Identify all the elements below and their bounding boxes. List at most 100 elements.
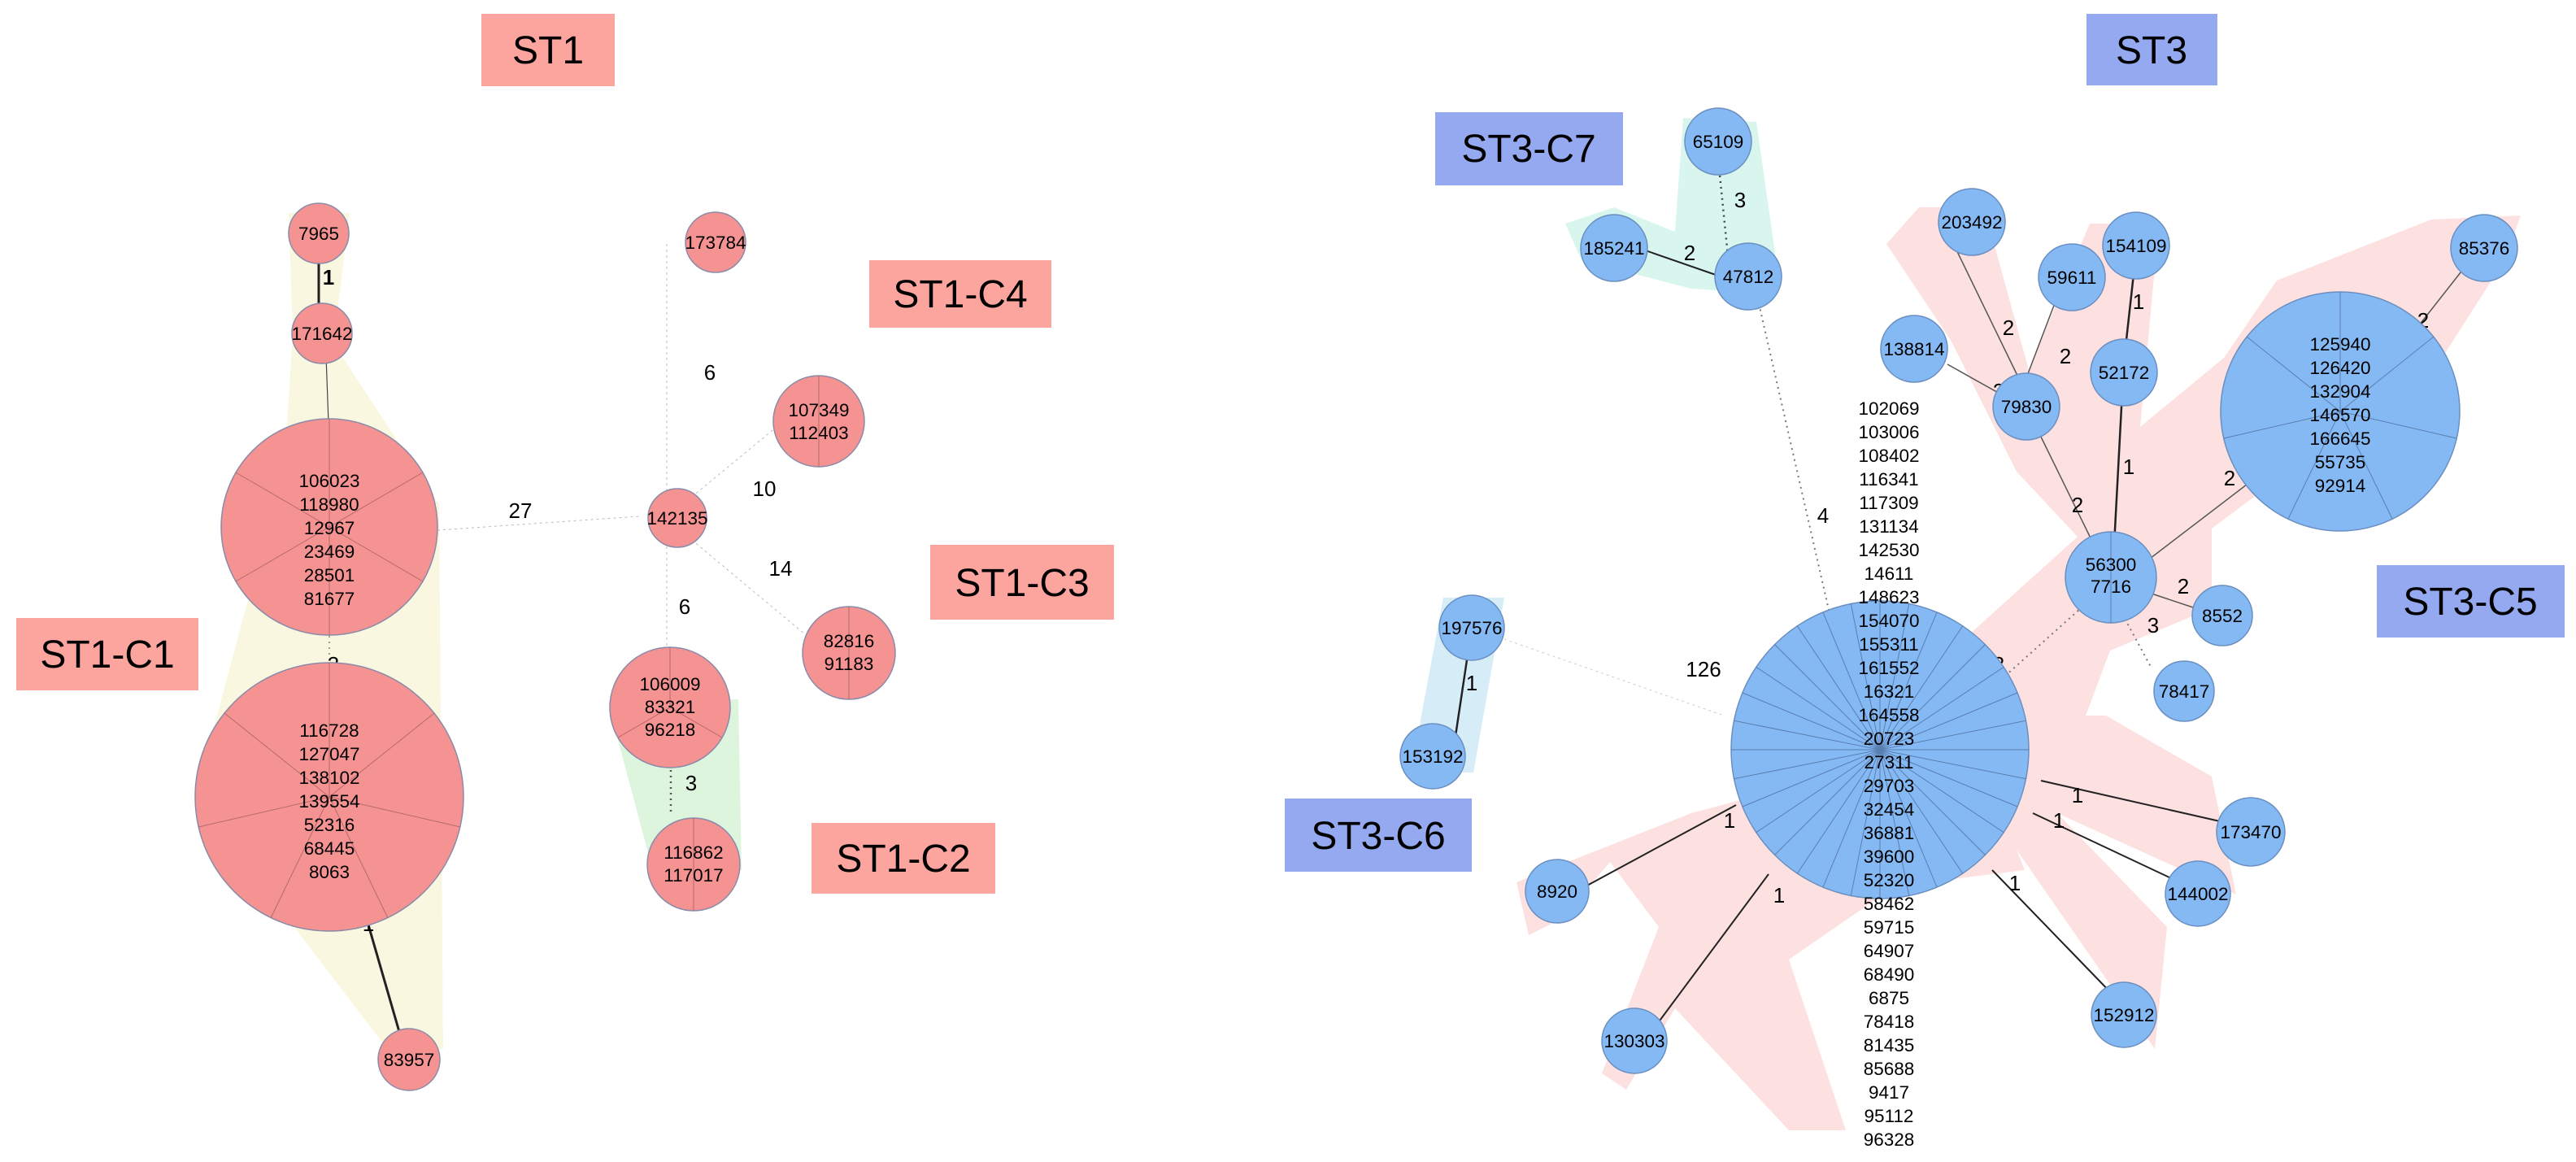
- hub-sector-line: [1879, 666, 2004, 751]
- edge-label: 1: [2053, 808, 2065, 833]
- edge-hub-8920: [1585, 804, 1737, 887]
- node-group-116862[interactable]: 116862 117017: [646, 817, 741, 912]
- hub-label: 59715: [1864, 917, 1915, 938]
- edge-label: 6: [679, 594, 690, 619]
- node-83957[interactable]: [377, 1028, 441, 1091]
- node-52172[interactable]: [2090, 338, 2158, 407]
- edge-label: 6: [704, 360, 716, 385]
- hub-label: 148623: [1858, 587, 1919, 607]
- hub-sector-line: [1822, 611, 1881, 751]
- label-box-st1: [481, 14, 615, 86]
- hub-sector-line: [1879, 749, 2004, 833]
- node-173470[interactable]: [2216, 797, 2286, 867]
- hub-sector-line: [1822, 749, 1881, 888]
- node-65109[interactable]: [1684, 107, 1752, 176]
- edge-label: 1: [323, 265, 334, 289]
- node-label: 146570: [2309, 405, 2370, 425]
- hub-label: 131134: [1859, 516, 1918, 537]
- label-st3-c7: ST3-C7: [1461, 128, 1595, 171]
- edge-label: 2: [2060, 344, 2071, 368]
- hub-label: 117309: [1859, 493, 1918, 513]
- edge-142135-c3: [682, 532, 806, 635]
- node-label: 166645: [2309, 429, 2370, 449]
- node-group-107349[interactable]: 107349 112403: [772, 375, 865, 468]
- hub-label: 164558: [1858, 705, 1919, 725]
- node-78417[interactable]: [2153, 660, 2215, 722]
- node-group-56300[interactable]: 56300 7716: [2065, 531, 2157, 624]
- hub-sector-line: [1756, 666, 1881, 751]
- node-label: 116728: [299, 720, 359, 741]
- node-label: 112403: [789, 423, 848, 443]
- node-c2a-sectors: [617, 647, 723, 738]
- node-47812[interactable]: [1714, 242, 1782, 311]
- hub-label: 32454: [1864, 799, 1915, 820]
- label-st1: ST1: [512, 29, 584, 72]
- hub-sector-line: [1879, 749, 2026, 780]
- node-label: 106023: [298, 471, 359, 491]
- node-197576[interactable]: [1438, 594, 1505, 661]
- node-label: 81677: [304, 589, 355, 609]
- node-203492-label: 203492: [1941, 212, 2002, 233]
- node-group-116728[interactable]: 116728 127047 138102 139554 52316 68445 …: [194, 662, 464, 932]
- node-label: 12967: [304, 518, 355, 538]
- node-label: 8063: [309, 862, 350, 882]
- edge-197576-hub: [1503, 638, 1725, 716]
- hub-label: 155311: [1859, 634, 1918, 655]
- hub-label: 142530: [1858, 540, 1919, 560]
- hub-sector-line: [1734, 749, 1881, 780]
- edge-label: 3: [2147, 613, 2159, 638]
- hub-sector-line: [1796, 625, 1881, 751]
- node-group-106009[interactable]: 106009 83321 96218: [609, 646, 731, 768]
- node-label: 106009: [639, 674, 700, 694]
- node-group-125940[interactable]: 125940 126420 132904 146570 166645 55735…: [2220, 291, 2461, 532]
- node-173784[interactable]: [685, 211, 746, 273]
- label-box-st3-c6: [1285, 799, 1472, 872]
- edge-label: 1: [2009, 871, 2021, 895]
- node-47812-label: 47812: [1723, 267, 1774, 287]
- node-203492[interactable]: [1938, 188, 2006, 256]
- node-7965[interactable]: [288, 202, 350, 264]
- hub-label: 64907: [1864, 941, 1915, 961]
- node-138814[interactable]: [1880, 315, 1948, 383]
- node-label: 83321: [645, 697, 696, 717]
- hub-label: 78418: [1864, 1012, 1915, 1032]
- node-144002[interactable]: [2165, 860, 2231, 927]
- node-130303[interactable]: [1601, 1008, 1668, 1074]
- node-154109-label: 154109: [2105, 236, 2166, 256]
- node-8920[interactable]: [1525, 859, 1590, 924]
- node-59611[interactable]: [2038, 243, 2106, 311]
- node-group-hub[interactable]: [1730, 600, 2030, 899]
- hub-label: 29703: [1864, 776, 1915, 796]
- hub-sector-line: [1774, 644, 1881, 751]
- edge-label: 1: [1724, 808, 1735, 833]
- label-box-st3-c5: [2377, 565, 2565, 638]
- node-group-82816[interactable]: 82816 91183: [802, 606, 896, 700]
- label-box-st1-c2: [812, 823, 995, 894]
- node-85376[interactable]: [2450, 214, 2518, 282]
- node-79830[interactable]: [1992, 372, 2060, 441]
- node-153192[interactable]: [1399, 723, 1466, 790]
- hub-sector-line: [1756, 749, 1881, 833]
- hub-sector-line: [1734, 720, 1881, 751]
- edge-52172-56300: [2113, 391, 2124, 546]
- node-8552[interactable]: [2191, 585, 2253, 646]
- edge-47812-hub: [1756, 292, 1843, 668]
- edge-label: 126: [1686, 657, 1721, 681]
- node-142135[interactable]: [647, 488, 707, 548]
- label-box-st3: [2086, 14, 2217, 85]
- node-7965-label: 7965: [298, 224, 339, 244]
- edge-label: 2: [2072, 493, 2083, 517]
- hub-label: 39600: [1864, 846, 1915, 867]
- node-171642[interactable]: [291, 302, 353, 364]
- st1-nodes: 7965 171642 106023 118980 12967 23469 28…: [194, 202, 896, 1091]
- hub-label: 102069: [1858, 398, 1919, 419]
- edge-label: 3: [685, 771, 697, 795]
- node-152912[interactable]: [2091, 981, 2157, 1048]
- node-173470-label: 173470: [2220, 822, 2281, 842]
- hub-label: 108402: [1858, 446, 1919, 466]
- node-group-106023[interactable]: 106023 118980 12967 23469 28501 81677: [220, 418, 438, 636]
- edge-56300-78417: [2121, 613, 2152, 668]
- hub-sector-line: [1879, 720, 2026, 751]
- node-154109[interactable]: [2102, 211, 2170, 280]
- node-185241[interactable]: [1580, 214, 1648, 282]
